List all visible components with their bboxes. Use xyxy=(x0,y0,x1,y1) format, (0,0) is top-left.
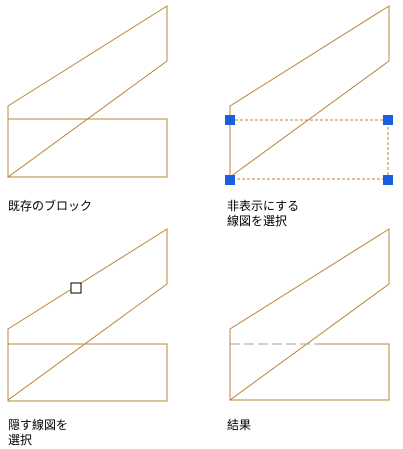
grip-bottom-right[interactable] xyxy=(383,175,393,185)
caption-result: 結果 xyxy=(227,418,252,432)
grip-top-right[interactable] xyxy=(383,115,393,125)
pick-box-cursor xyxy=(70,282,82,294)
parallelogram-shape xyxy=(7,228,168,401)
caption-existing-block: 既存のブロック xyxy=(8,199,93,213)
panel-result xyxy=(229,228,390,401)
parallelogram-shape xyxy=(229,228,390,401)
grip-top-left[interactable] xyxy=(225,115,235,125)
rectangle-visible-edges xyxy=(230,343,390,401)
caption-select-hide: 隠す線図を 選択 xyxy=(8,418,69,447)
parallelogram-shape xyxy=(229,5,390,178)
panel-select-linework xyxy=(225,5,393,185)
panel-existing-block xyxy=(7,5,168,178)
grip-bottom-left[interactable] xyxy=(225,175,235,185)
selected-rectangle-dashed xyxy=(229,119,389,180)
parallelogram-shape xyxy=(7,5,168,178)
rectangle-shape xyxy=(7,118,168,178)
caption-select-linework: 非表示にする 線図を選択 xyxy=(227,199,300,228)
rectangle-shape xyxy=(7,343,168,402)
panel-select-hide xyxy=(7,228,168,402)
